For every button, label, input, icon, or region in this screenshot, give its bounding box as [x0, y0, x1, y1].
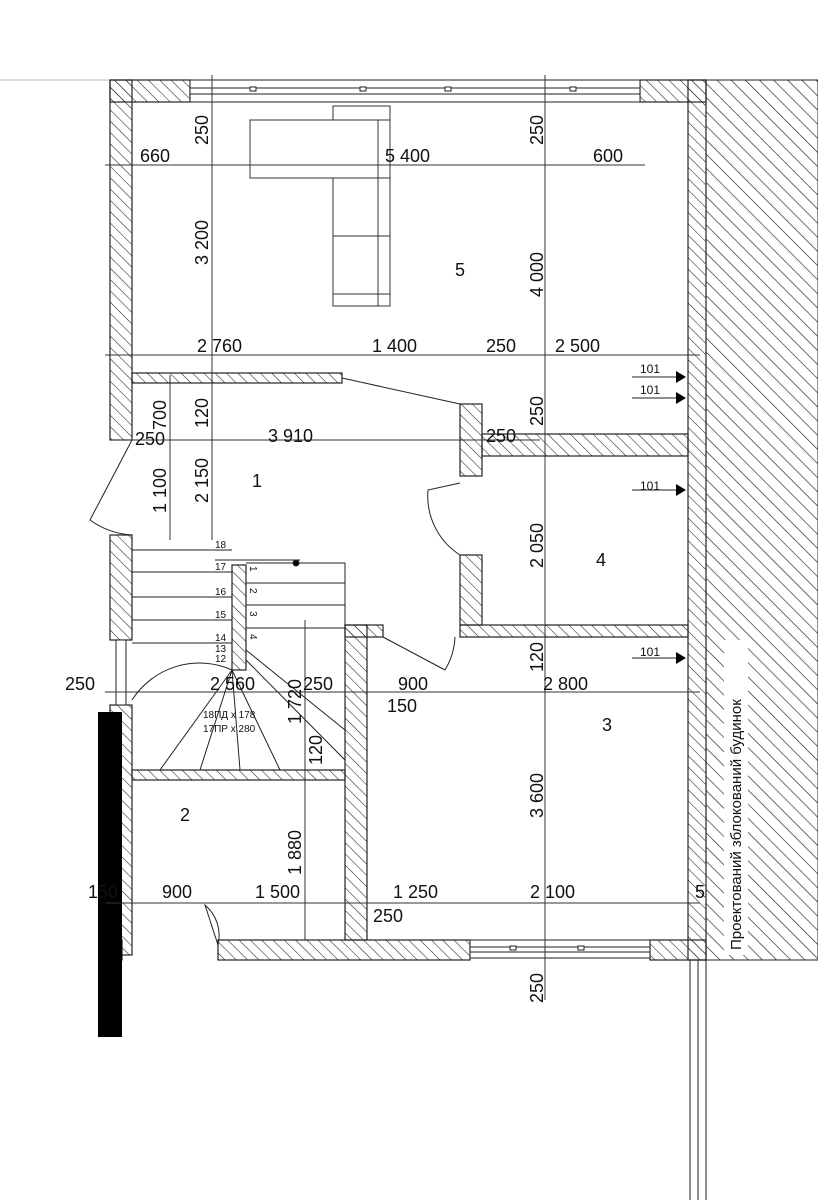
stair-step-label: 15: [215, 610, 227, 621]
stair-step-label: 2: [247, 588, 258, 594]
outer-walls: [109, 79, 707, 961]
dimension-labels: 250 660 5 400 600 250 3 200 4 000 2 760 …: [65, 115, 705, 1003]
dim-label: 5 400: [385, 146, 430, 166]
stair-step-label: 12: [215, 654, 227, 665]
stair-note-line: 17ПР х 280: [203, 724, 256, 735]
dim-label: 250: [527, 396, 547, 426]
dim-label: 1 250: [393, 882, 438, 902]
dim-label: 3 600: [527, 773, 547, 818]
dim-label: 120: [527, 642, 547, 672]
dim-label: 250: [65, 674, 95, 694]
outlet-tag: 101: [640, 645, 660, 659]
dim-label: 3 200: [192, 220, 212, 265]
dim-label: 2 760: [197, 336, 242, 356]
dim-label: 250: [486, 336, 516, 356]
dim-label: 900: [398, 674, 428, 694]
dim-label: 2 100: [530, 882, 575, 902]
stair-step-label: 17: [215, 562, 227, 573]
dimension-lines: [105, 75, 700, 1000]
adjacent-wall-black: [98, 712, 122, 1037]
dim-label: 1 880: [285, 830, 305, 875]
sofa: [249, 105, 391, 307]
room-label: 1: [252, 471, 262, 491]
dim-label: 3 910: [268, 426, 313, 446]
dim-label: 150: [387, 696, 417, 716]
dim-label: 4 000: [527, 252, 547, 297]
outlet-markers: [632, 371, 686, 664]
outlet-tag: 101: [640, 383, 660, 397]
dim-label: 250: [303, 674, 333, 694]
dim-label: 2 150: [192, 458, 212, 503]
room-label: 2: [180, 805, 190, 825]
dim-label: 1 400: [372, 336, 417, 356]
dim-label: 120: [306, 735, 326, 765]
stair-step-label: 14: [215, 633, 227, 644]
neighbour-building-label: Проектований зблокований будинок: [728, 699, 745, 950]
dim-label: 900: [162, 882, 192, 902]
dim-label: 250: [527, 973, 547, 1003]
doors: [89, 377, 461, 946]
staircase: [131, 549, 346, 771]
neighbour-building-hatch: [705, 79, 818, 961]
dim-label: 2 500: [555, 336, 600, 356]
stair-step-label: 1: [247, 566, 258, 572]
stair-note-line: 18ПД х 178: [203, 710, 256, 721]
dim-label: 1 100: [150, 468, 170, 513]
stair-step-label: 3: [247, 611, 258, 617]
stair-step-label: 4: [247, 634, 258, 640]
dim-label: 660: [140, 146, 170, 166]
room-label: 3: [602, 715, 612, 735]
dim-label: 700: [150, 400, 170, 430]
dim-label: 250: [486, 426, 516, 446]
dim-label: 2 560: [210, 674, 255, 694]
dim-label: 250: [192, 115, 212, 145]
stair-step-label: 13: [215, 644, 227, 655]
dim-label: 150: [88, 882, 118, 902]
dim-label: 600: [593, 146, 623, 166]
dim-label: 120: [192, 398, 212, 428]
stair-step-label: 16: [215, 587, 227, 598]
room-label: 5: [455, 260, 465, 280]
outlet-tag: 101: [640, 362, 660, 376]
dim-label: 1 500: [255, 882, 300, 902]
dim-label: 2 050: [527, 523, 547, 568]
dim-label: 250: [373, 906, 403, 926]
room-label: 4: [596, 550, 606, 570]
dim-label: 250: [135, 429, 165, 449]
stair-step-labels: 18 17 16 15 14 13 12 1 2 3 4: [215, 540, 258, 665]
dim-label: 250: [527, 115, 547, 145]
dim-label: 2 800: [543, 674, 588, 694]
dim-label: 5: [695, 882, 705, 902]
dim-label: 1 720: [285, 679, 305, 724]
outlet-tag: 101: [640, 479, 660, 493]
stair-step-label: 18: [215, 540, 227, 551]
